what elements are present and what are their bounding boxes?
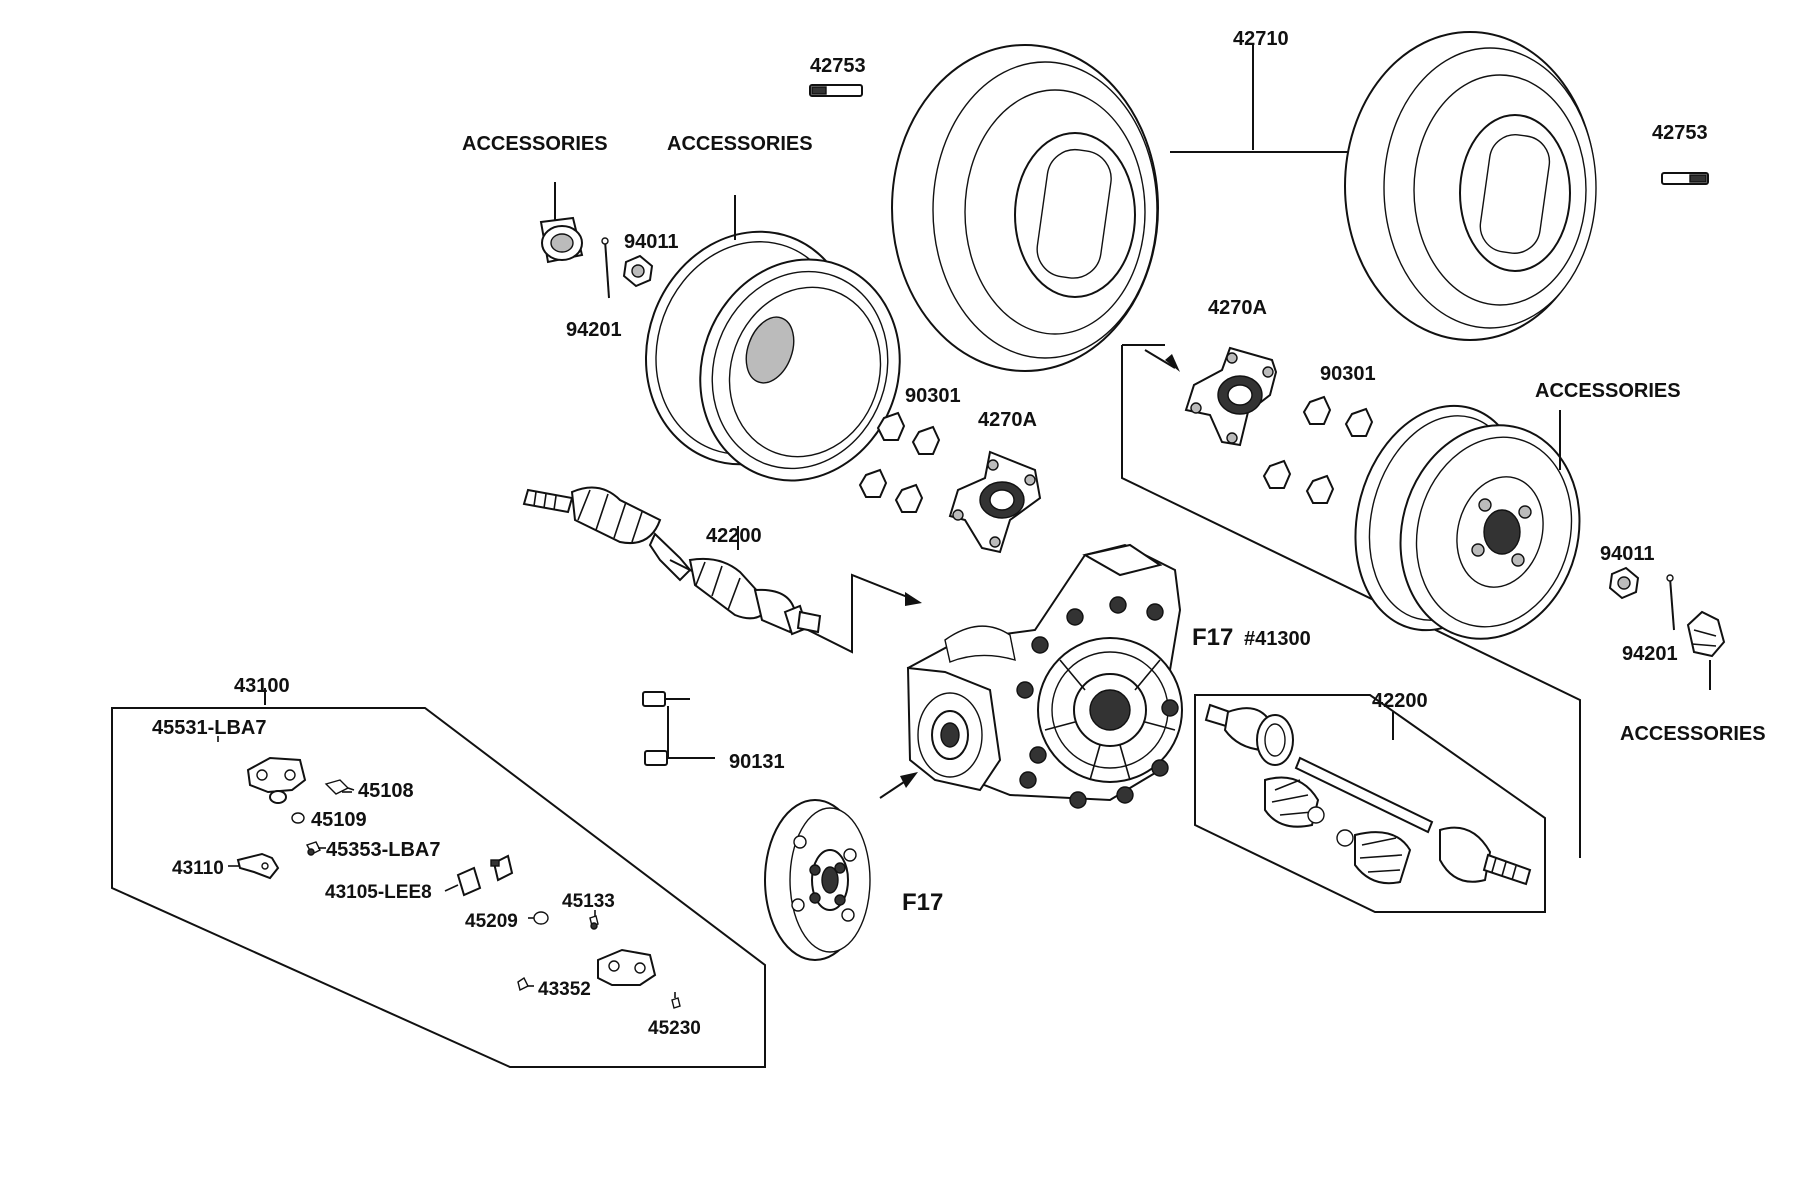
label-accessories-rim-left: ACCESSORIES	[667, 133, 813, 155]
hub-cap-left[interactable]	[539, 216, 584, 264]
cotter-pin-left[interactable]	[601, 237, 610, 299]
label-42710: 42710	[1233, 28, 1289, 50]
label-94201-left: 94201	[566, 319, 622, 341]
label-90131: 90131	[729, 751, 785, 773]
label-43105: 43105-LEE8	[325, 882, 432, 903]
lug-nuts-left[interactable]	[858, 411, 941, 513]
label-45209: 45209	[465, 911, 518, 932]
label-f17-gearcase: F17	[1192, 624, 1233, 651]
label-45531: 45531-LBA7	[152, 717, 267, 739]
label-42753-left: 42753	[810, 55, 866, 77]
pad-spring-45108[interactable]	[324, 779, 355, 795]
label-90301-right: 90301	[1320, 363, 1376, 385]
valve-stem-right[interactable]	[1661, 172, 1709, 185]
label-41300: #41300	[1244, 628, 1311, 650]
wheel-hub-right[interactable]	[1184, 346, 1278, 447]
label-45353: 45353-LBA7	[326, 839, 441, 861]
brake-pads-43105[interactable]	[456, 854, 514, 897]
label-45133: 45133	[562, 891, 615, 912]
caliper-group-frame	[111, 688, 766, 1068]
label-accessories-rim-right: ACCESSORIES	[1535, 380, 1681, 402]
cap-45230[interactable]	[671, 997, 681, 1009]
label-f17-disc: F17	[902, 889, 943, 916]
label-94011-right: 94011	[1600, 543, 1655, 565]
caliper-bracket[interactable]	[246, 756, 307, 804]
valve-stem-left[interactable]	[809, 84, 863, 97]
label-94011-left: 94011	[624, 231, 679, 253]
tire-right[interactable]	[1344, 31, 1597, 341]
rim-left[interactable]	[614, 202, 931, 509]
label-43352: 43352	[538, 979, 591, 1000]
label-4270a-left: 4270A	[978, 409, 1037, 431]
bleeder-43352[interactable]	[517, 976, 529, 992]
drive-shaft-right-frame	[1194, 694, 1546, 913]
rim-right[interactable]	[1331, 387, 1603, 659]
label-42200-right: 42200	[1372, 690, 1428, 712]
bolts-90131[interactable]	[642, 691, 692, 766]
label-45109: 45109	[311, 809, 367, 831]
boot-45109[interactable]	[291, 812, 305, 824]
brake-disc[interactable]	[764, 799, 871, 961]
label-90301-left: 90301	[905, 385, 961, 407]
label-accessories-cap-right: ACCESSORIES	[1620, 723, 1766, 745]
label-45230: 45230	[648, 1018, 701, 1039]
drive-shaft-left[interactable]	[522, 486, 822, 636]
wheel-hub-left[interactable]	[948, 450, 1042, 554]
lug-nuts-right[interactable]	[1262, 395, 1374, 504]
label-45108: 45108	[358, 780, 414, 802]
label-42200-left: 42200	[706, 525, 762, 547]
label-4270a-right: 4270A	[1208, 297, 1267, 319]
label-43110: 43110	[172, 858, 224, 879]
label-43100: 43100	[234, 675, 290, 697]
rear-gear-case[interactable]	[906, 543, 1183, 809]
bracket-43110[interactable]	[236, 852, 280, 880]
hub-cap-right[interactable]	[1686, 610, 1726, 658]
label-accessories-cap-left: ACCESSORIES	[462, 133, 608, 155]
castle-nut-left[interactable]	[622, 254, 654, 288]
pin-45353[interactable]	[305, 841, 321, 856]
label-42753-right: 42753	[1652, 122, 1708, 144]
castle-nut-right[interactable]	[1608, 566, 1640, 600]
drive-shaft-right[interactable]	[1204, 703, 1532, 886]
caliper-body[interactable]	[597, 948, 657, 986]
screw-45133[interactable]	[589, 915, 599, 930]
tire-left[interactable]	[891, 44, 1159, 372]
label-94201-right: 94201	[1622, 643, 1678, 665]
oring-45209[interactable]	[533, 911, 549, 925]
cotter-pin-right[interactable]	[1666, 574, 1675, 631]
